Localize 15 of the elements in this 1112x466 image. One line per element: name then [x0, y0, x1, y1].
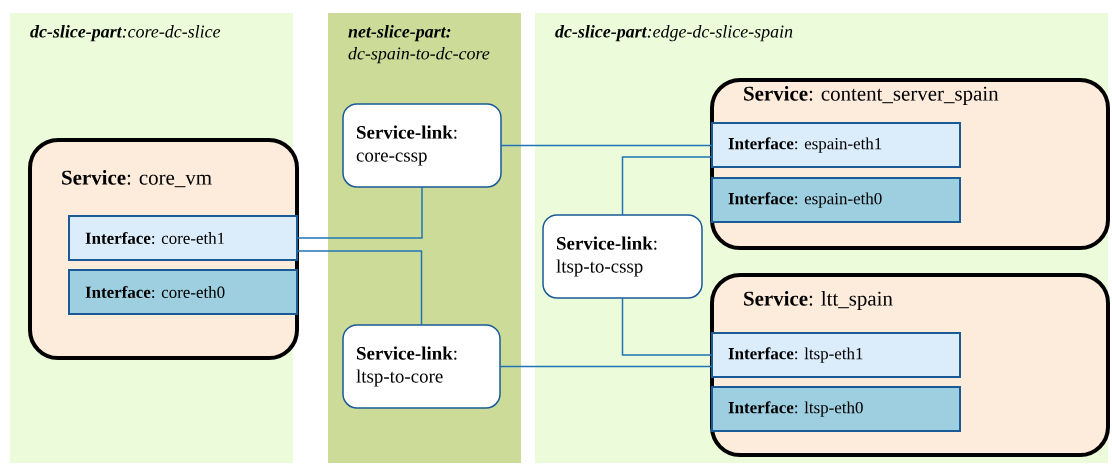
- interface-box: Interface: espain-eth0: [711, 177, 961, 223]
- service-link-box: Service-link: ltsp-to-cssp: [542, 214, 703, 299]
- interface-box: Interface: espain-eth1: [711, 122, 961, 168]
- connector-line: [500, 144, 713, 147]
- service-link-box: Service-link: ltsp-to-core: [342, 324, 501, 409]
- interface-box: Interface: ltsp-eth1: [711, 332, 961, 378]
- connector-line: [621, 156, 713, 216]
- connector-line: [296, 186, 423, 239]
- service-link-box: Service-link: core-cssp: [342, 103, 502, 188]
- interface-box: Interface: core-eth0: [68, 269, 298, 315]
- interface-box: Interface: ltsp-eth0: [711, 386, 961, 432]
- connector-line: [296, 250, 423, 326]
- connector-line: [499, 365, 713, 368]
- connector-line: [621, 297, 713, 356]
- interface-box: Interface: core-eth1: [68, 215, 298, 261]
